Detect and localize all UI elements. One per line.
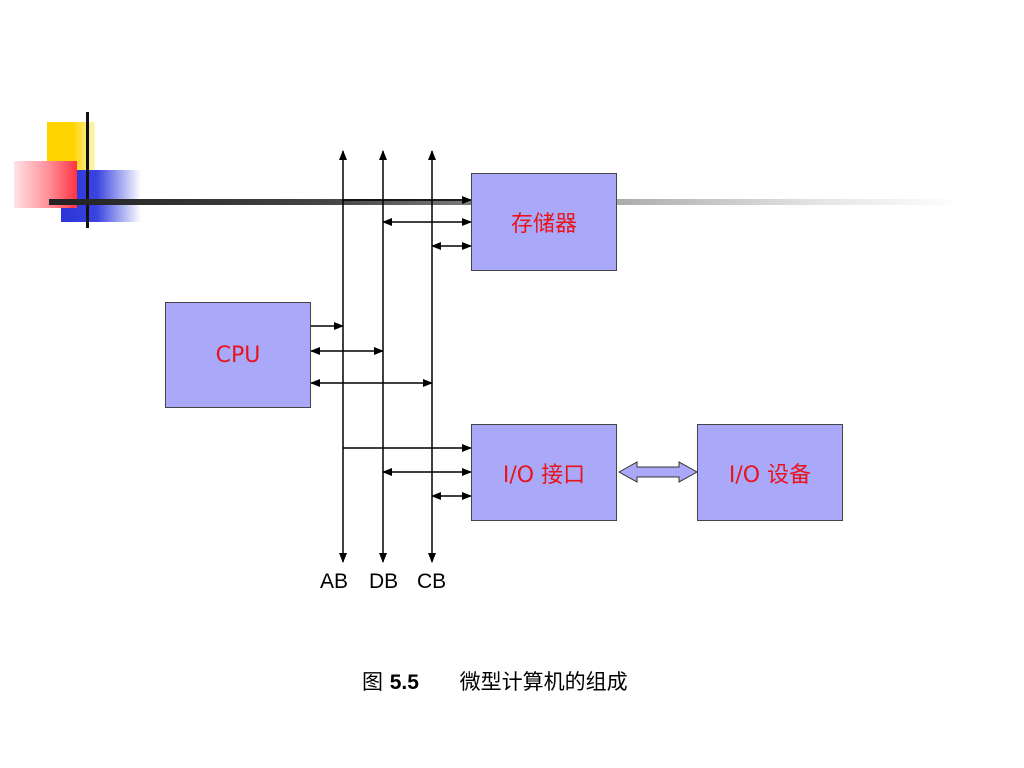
memory-block: 存储器 bbox=[471, 173, 617, 271]
control-bus-label: CB bbox=[417, 570, 447, 593]
io-interface-label: I/O 接口 bbox=[502, 462, 586, 488]
caption-number: 5.5 bbox=[389, 671, 419, 694]
memory-label: 存储器 bbox=[510, 212, 577, 237]
data-bus-label: DB bbox=[369, 570, 399, 593]
caption-prefix: 图 bbox=[362, 670, 383, 694]
cpu-block: CPU bbox=[165, 302, 311, 408]
io-double-arrow bbox=[617, 461, 699, 483]
cpu-label: CPU bbox=[215, 342, 261, 368]
io-device-block: I/O 设备 bbox=[697, 424, 843, 521]
decor-vertical-rule bbox=[86, 112, 89, 228]
address-bus-label: AB bbox=[320, 570, 349, 593]
io-device-label: I/O 设备 bbox=[728, 462, 812, 488]
io-interface-block: I/O 接口 bbox=[471, 424, 617, 521]
caption-title: 微型计算机的组成 bbox=[459, 670, 628, 694]
figure-caption: 图 5.5 微型计算机的组成 bbox=[362, 666, 628, 696]
